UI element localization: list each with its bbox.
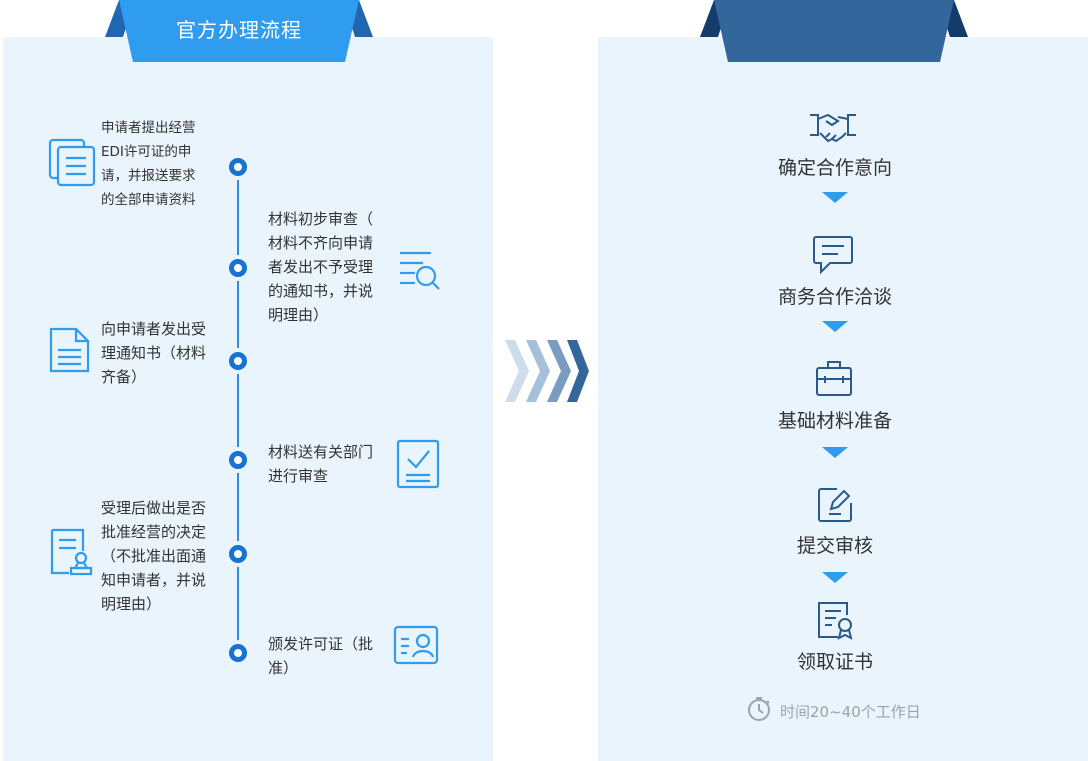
- right-step-5-label: 领取证书: [796, 651, 873, 673]
- stamp-document-icon: [49, 527, 95, 583]
- timeline-node: [225, 348, 251, 374]
- documents-icon: [48, 136, 98, 192]
- step-1-text: 申请者提出经营 EDI许可证的申 请，并报送要求 的全部申请资料: [101, 120, 196, 208]
- our-service-panel: [598, 37, 1088, 761]
- step-2-text: 材料初步审查（ 材料不齐向申请 者发出不予受理 的通知书，并说 明理由）: [268, 210, 374, 324]
- time-note: 时间20~40个工作日: [746, 696, 921, 726]
- timeline-node: [225, 447, 251, 473]
- timeline-line: [237, 167, 239, 654]
- certificate-icon: [816, 601, 856, 645]
- handshake-icon: [808, 111, 858, 149]
- right-step-2-label: 商务合作洽谈: [777, 286, 892, 308]
- step-6-text: 颁发许可证（批 准）: [268, 635, 374, 677]
- down-arrow-icon: [822, 447, 848, 458]
- timeline-node: [225, 541, 251, 567]
- checklist-icon: [396, 439, 440, 493]
- edit-icon: [817, 487, 853, 527]
- official-process-title: 官方办理流程: [176, 18, 302, 42]
- down-arrow-icon: [822, 321, 848, 332]
- chevron-arrows-icon: [505, 340, 589, 406]
- chat-bubble-icon: [812, 235, 856, 279]
- official-process-tab[interactable]: 官方办理流程: [105, 0, 373, 62]
- time-note-text: 时间20~40个工作日: [780, 702, 921, 721]
- briefcase-icon: [815, 359, 853, 401]
- timeline-node: [225, 255, 251, 281]
- right-step-4-label: 提交审核: [796, 535, 873, 557]
- stopwatch-icon: [746, 696, 772, 726]
- id-card-icon: [393, 625, 439, 669]
- timeline-node: [225, 640, 251, 666]
- document-icon: [48, 326, 92, 378]
- right-step-3-label: 基础材料准备: [777, 410, 892, 432]
- down-arrow-icon: [822, 192, 848, 203]
- service-process-tab[interactable]: [700, 0, 968, 62]
- search-list-icon: [397, 249, 441, 297]
- step-3-text: 向申请者发出受 理通知书（材料 齐备）: [101, 320, 207, 386]
- step-4-text: 材料送有关部门 进行审查: [268, 443, 374, 485]
- step-5-text: 受理后做出是否 批准经营的决定 （不批准出面通 知申请者，并说 明理由）: [101, 499, 207, 613]
- down-arrow-icon: [822, 572, 848, 583]
- timeline-node: [225, 154, 251, 180]
- right-step-1-label: 确定合作意向: [777, 157, 892, 179]
